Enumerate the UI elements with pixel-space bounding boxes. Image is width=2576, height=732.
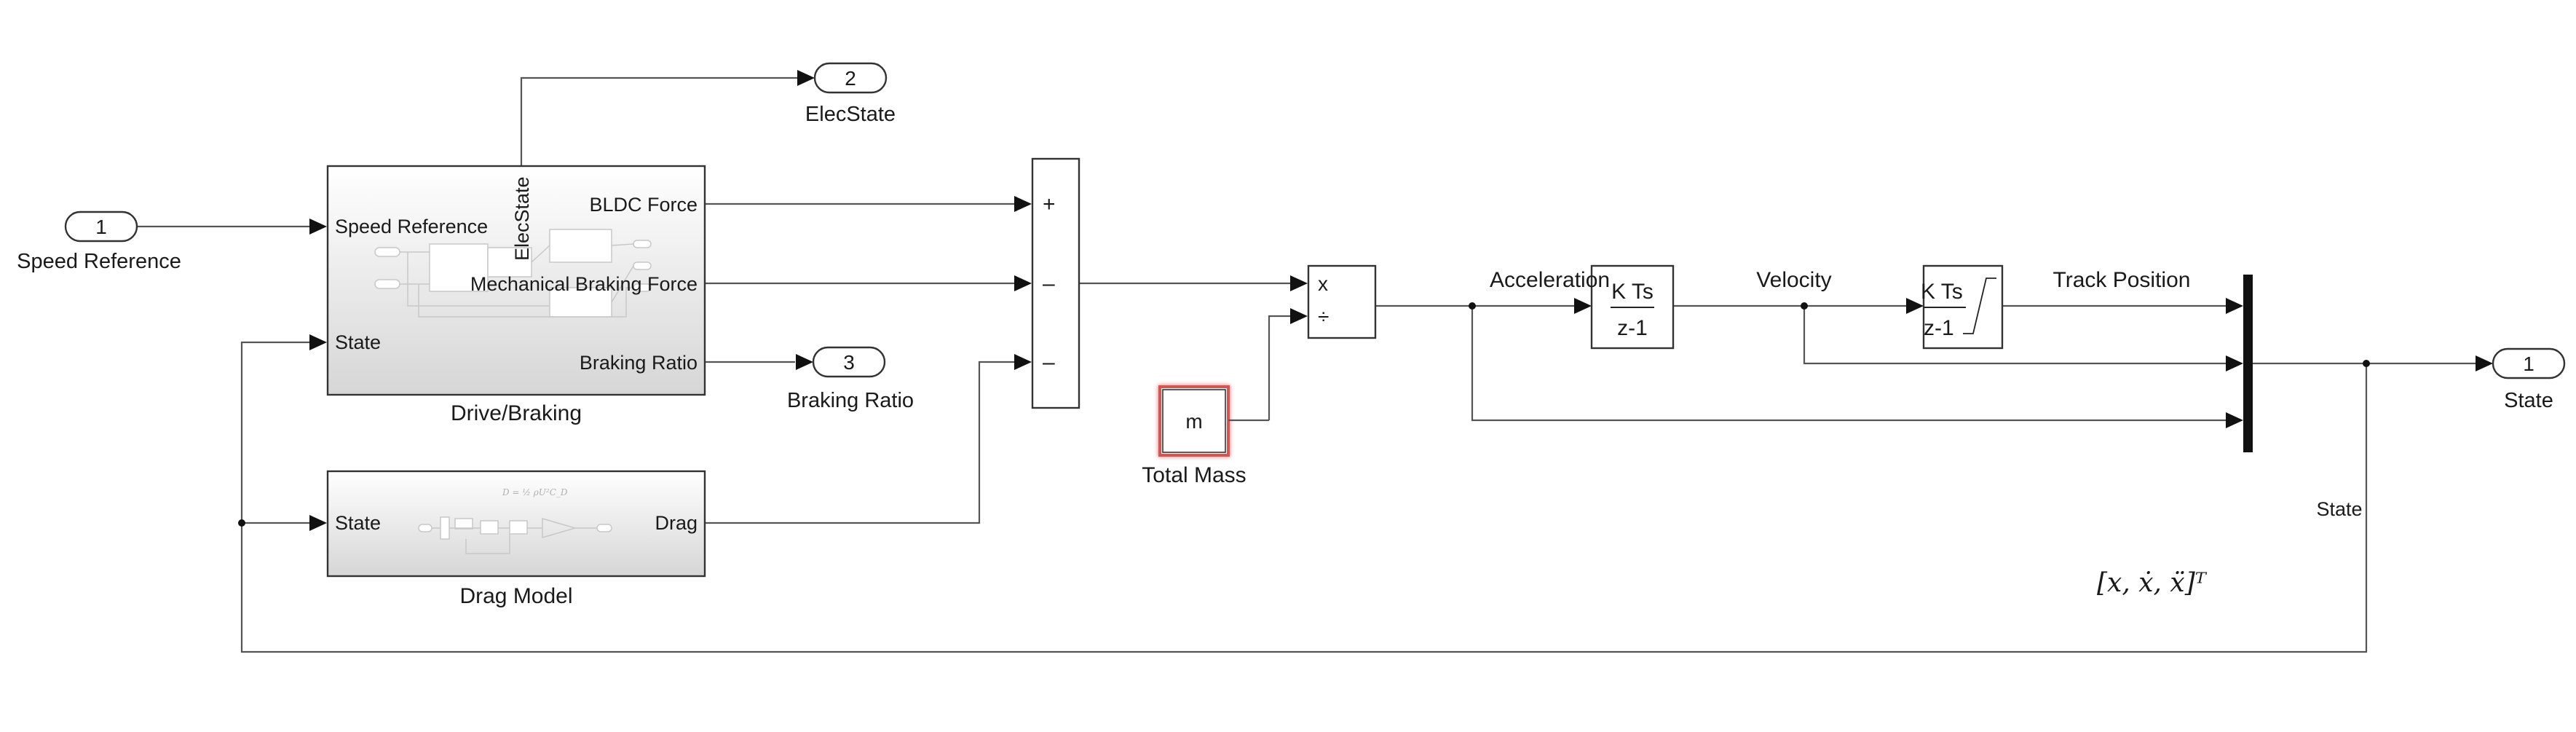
outport-braking-ratio[interactable]: 3 Braking Ratio — [787, 346, 914, 412]
svg-text:2: 2 — [845, 67, 856, 90]
svg-text:3: 3 — [843, 351, 855, 374]
svg-text:1: 1 — [2523, 353, 2534, 375]
sum-sign-plus: + — [1043, 192, 1056, 216]
signal-label-track-position: Track Position — [2053, 268, 2191, 292]
product-sign-divide: ÷ — [1318, 305, 1329, 328]
port-label-state: State — [335, 331, 381, 353]
port-label-speed-reference: Speed Reference — [335, 216, 488, 237]
signal-label-state: State — [2316, 498, 2362, 520]
svg-text:1: 1 — [95, 216, 107, 238]
product-block[interactable]: x ÷ — [1307, 264, 1377, 339]
arrowheads — [309, 70, 2493, 531]
saturation-limit-icon — [1963, 278, 1996, 334]
port-label-state: State — [335, 512, 381, 534]
total-mass-value: m — [1185, 410, 1202, 433]
total-mass-name: Total Mass — [1142, 463, 1246, 487]
outport-braking-ratio-label: Braking Ratio — [787, 389, 914, 412]
inport-speed-reference-label: Speed Reference — [17, 250, 181, 273]
sum-sign-minus-2: – — [1043, 350, 1055, 374]
product-sign-multiply: x — [1318, 272, 1328, 295]
drive-braking-name: Drive/Braking — [451, 401, 582, 425]
signal-label-acceleration: Acceleration — [1490, 268, 1610, 292]
outport-state-label: State — [2504, 389, 2553, 412]
port-label-mechanical-braking-force: Mechanical Braking Force — [470, 273, 698, 295]
drive-braking-thumbnail — [374, 229, 652, 318]
total-mass-constant[interactable]: m Total Mass — [1142, 385, 1269, 487]
drive-braking-subsystem[interactable]: Speed Reference State BLDC Force Mechani… — [326, 165, 706, 425]
port-label-elecstate: ElecState — [511, 176, 533, 261]
drag-model-name: Drag Model — [459, 584, 572, 608]
sum-block[interactable]: + – – — [1031, 157, 1080, 409]
outport-elecstate[interactable]: 2 ElecState — [805, 62, 896, 126]
integrator2-numerator: K Ts — [1921, 280, 1963, 304]
outport-elecstate-label: ElecState — [805, 103, 896, 126]
inport-speed-reference[interactable]: 1 Speed Reference — [17, 210, 181, 273]
sum-sign-minus-1: – — [1043, 272, 1055, 296]
port-label-braking-ratio: Braking Ratio — [580, 352, 698, 374]
discrete-integrator-position[interactable]: K Ts z-1 — [1921, 264, 2004, 350]
svg-text:D = ½ ρU²C_D: D = ½ ρU²C_D — [502, 487, 568, 497]
integrator2-denominator: z-1 — [1924, 316, 1954, 340]
integrator1-numerator: K Ts — [1611, 280, 1654, 304]
port-label-drag: Drag — [655, 512, 698, 534]
junction-points — [238, 302, 2370, 527]
state-vector-annotation: [x, ẋ, ẍ]ᵀ — [2097, 568, 2208, 598]
discrete-integrator-velocity[interactable]: K Ts z-1 — [1590, 264, 1675, 350]
outport-state[interactable]: 1 State — [2492, 347, 2566, 412]
signal-label-velocity: Velocity — [1756, 268, 1831, 292]
drag-model-thumbnail: D = ½ ρU²C_D — [418, 487, 612, 554]
integrator1-denominator: z-1 — [1617, 316, 1648, 340]
port-label-bldc-force: BLDC Force — [589, 194, 698, 216]
mux-block[interactable] — [2243, 275, 2253, 452]
drag-model-subsystem[interactable]: D = ½ ρU²C_D State Drag Drag Model — [326, 470, 706, 608]
